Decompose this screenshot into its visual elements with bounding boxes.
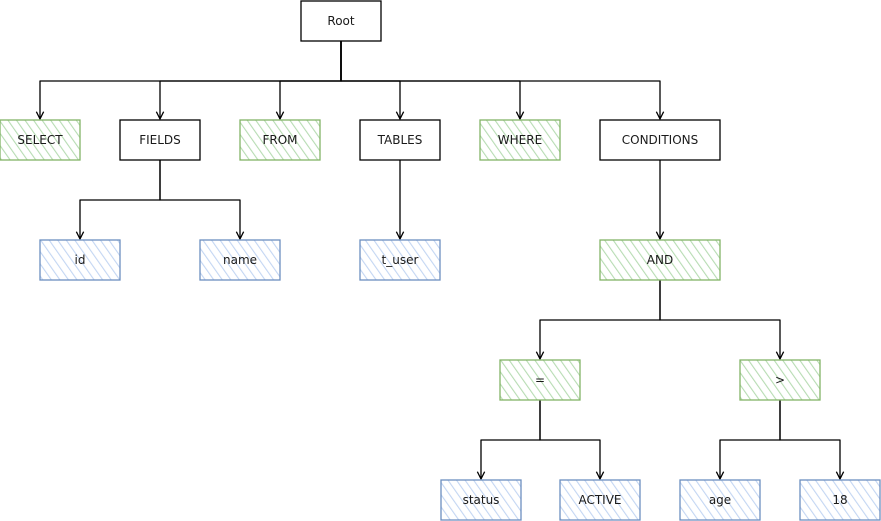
node-root-label: Root bbox=[327, 14, 354, 28]
edge-root-to-conditions bbox=[340, 41, 665, 120]
node-greater-than-label: > bbox=[775, 373, 785, 387]
node-age-label: age bbox=[709, 493, 731, 507]
edge-root-to-where bbox=[340, 41, 525, 120]
node-select-label: SELECT bbox=[17, 133, 63, 147]
edge-root-to-fields bbox=[155, 41, 342, 120]
edge-root-to-tables bbox=[340, 41, 405, 120]
node-fields-label: FIELDS bbox=[139, 133, 181, 147]
node-from: FROM bbox=[239, 119, 321, 161]
node-equals: = bbox=[499, 359, 581, 401]
node-t-user: t_user bbox=[359, 239, 441, 281]
node-tables: TABLES bbox=[359, 119, 441, 161]
edge-gt-to-n18 bbox=[779, 400, 845, 480]
node-t-user-label: t_user bbox=[382, 253, 419, 267]
node-and-label: AND bbox=[647, 253, 673, 267]
node-name: name bbox=[199, 239, 281, 281]
node-and: AND bbox=[599, 239, 721, 281]
node-id: id bbox=[39, 239, 121, 281]
edge-fields-to-id bbox=[75, 160, 161, 240]
node-status-label: status bbox=[463, 493, 500, 507]
edge-and-to-eq bbox=[535, 280, 661, 360]
node-status: status bbox=[440, 479, 522, 521]
node-18: 18 bbox=[799, 479, 881, 521]
edge-root-to-select bbox=[35, 41, 342, 120]
edge-gt-to-age bbox=[715, 400, 781, 480]
node-conditions: CONDITIONS bbox=[599, 119, 721, 161]
edge-eq-to-status bbox=[476, 400, 541, 480]
node-greater-than: > bbox=[739, 359, 821, 401]
node-18-label: 18 bbox=[832, 493, 847, 507]
node-root: Root bbox=[300, 0, 382, 42]
node-where: WHERE bbox=[479, 119, 561, 161]
node-select: SELECT bbox=[0, 119, 81, 161]
node-age: age bbox=[679, 479, 761, 521]
node-equals-label: = bbox=[535, 373, 545, 387]
node-fields: FIELDS bbox=[119, 119, 201, 161]
node-where-label: WHERE bbox=[498, 133, 542, 147]
edge-eq-to-active bbox=[539, 400, 605, 480]
edge-fields-to-name bbox=[159, 160, 245, 240]
node-tables-label: TABLES bbox=[377, 133, 423, 147]
edge-root-to-from bbox=[275, 41, 342, 120]
edge-and-to-gt bbox=[659, 280, 785, 360]
node-name-label: name bbox=[223, 253, 257, 267]
edges-layer bbox=[35, 41, 845, 480]
node-from-label: FROM bbox=[262, 133, 297, 147]
node-conditions-label: CONDITIONS bbox=[622, 133, 699, 147]
node-id-label: id bbox=[75, 253, 86, 267]
node-active-label: ACTIVE bbox=[578, 493, 621, 507]
node-active: ACTIVE bbox=[559, 479, 641, 521]
